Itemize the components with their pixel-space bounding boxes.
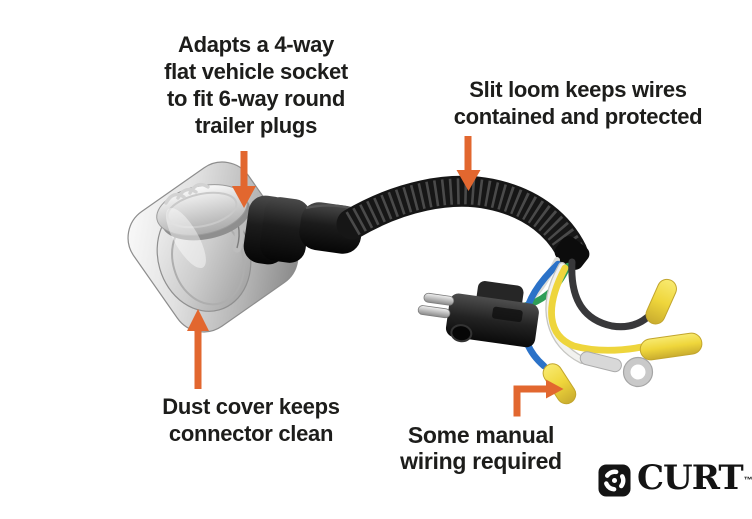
ring-terminal-edge [622, 356, 654, 388]
curt-logo-wordmark: CURT™ [637, 458, 752, 498]
butt-connector-yellow-wire [639, 332, 703, 361]
arrow-slit-loom-down [456, 136, 481, 191]
four-flat-label-recess [492, 306, 523, 323]
split-loom [336, 175, 590, 270]
annotation-line: to fit 6-way round [167, 86, 345, 111]
curt-logo: CURT™ [598, 458, 752, 498]
four-way-flat-connector [417, 281, 539, 348]
flange-highlight [166, 207, 206, 269]
annotation-adapter: Adapts a 4-way flat vehicle socket to fi… [128, 31, 384, 139]
curt-logo-text: CURT [637, 458, 744, 498]
annotation-line: Dust cover keeps [162, 394, 340, 419]
ring-terminal-ring [623, 357, 653, 387]
annotation-manual-wiring: Some manual wiring required [356, 422, 606, 474]
ring-terminal-barrel [579, 351, 622, 373]
hinge-spring [164, 182, 210, 205]
arrow-adapter-down [232, 151, 256, 208]
trademark-symbol: ™ [743, 475, 752, 485]
wire-yellow [548, 264, 646, 354]
annotation-line: Slit loom keeps wires [469, 77, 687, 102]
terminals [542, 278, 703, 405]
dust-cover-lid-inner [166, 191, 238, 229]
annotation-dust-cover: Dust cover keeps connector clean [126, 393, 376, 447]
annotation-arrows [187, 136, 564, 417]
annotation-line: contained and protected [453, 104, 703, 129]
annotation-slit-loom: Slit loom keeps wires contained and prot… [428, 76, 728, 130]
arrow-dust-cover-up [187, 309, 209, 389]
four-flat-pin-2 [417, 305, 451, 319]
loom-ribs [345, 178, 584, 259]
wire-bundle [520, 257, 664, 370]
loom-end-cap [554, 236, 590, 270]
annotation-line: trailer plugs [194, 113, 318, 138]
annotation-line: wiring required [400, 448, 562, 474]
butt-connector-black-wire [645, 278, 677, 325]
arrow-manual-wiring-elbow [513, 379, 564, 417]
four-flat-socket [450, 324, 473, 343]
annotation-line: flat vehicle socket [164, 59, 348, 84]
boot-mid-section [259, 197, 311, 263]
annotation-line: Some manual [407, 422, 555, 448]
butt-connector-blue-wire [542, 363, 577, 405]
four-flat-pin-1 [423, 292, 455, 306]
annotation-line: connector clean [168, 421, 334, 446]
curt-logo-icon [598, 463, 631, 497]
annotation-line: Adapts a 4-way [178, 32, 334, 57]
